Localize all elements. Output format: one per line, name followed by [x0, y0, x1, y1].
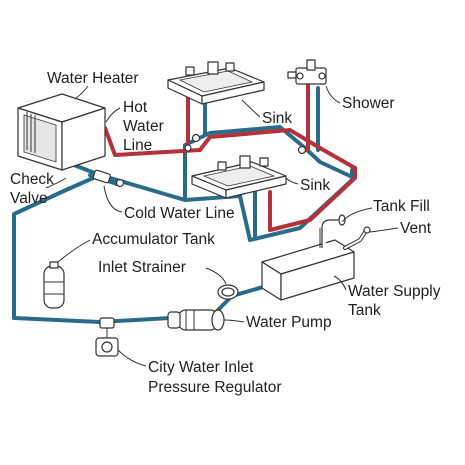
- labels: Water Heater Hot Water Line Check Valve …: [10, 70, 441, 396]
- label-tank-fill: Tank Fill: [373, 198, 430, 215]
- label-check-valve-2: Valve: [10, 190, 48, 207]
- label-hot-water-line-2: Water: [123, 118, 164, 135]
- pipe-fittings: [184, 133, 307, 155]
- label-shower: Shower: [342, 95, 395, 112]
- shower-fixture: [287, 59, 327, 85]
- label-cold-water-line: Cold Water Line: [124, 205, 235, 222]
- label-accumulator-tank: Accumulator Tank: [92, 231, 215, 248]
- city-water-inlet: [95, 317, 119, 357]
- label-water-pump: Water Pump: [246, 314, 332, 331]
- label-water-supply-2: Tank: [348, 302, 381, 319]
- accumulator-tank: [43, 261, 65, 309]
- label-hot-water-line-3: Line: [123, 137, 152, 154]
- upper-sink: [167, 61, 265, 105]
- inlet-strainer: [217, 284, 239, 300]
- label-sink-upper: Sink: [262, 110, 292, 127]
- hot-water-lines: [95, 83, 357, 232]
- leader-lines: [45, 85, 399, 367]
- label-water-heater: Water Heater: [47, 70, 139, 87]
- label-check-valve-1: Check: [10, 171, 54, 188]
- cold-line-fitting: [115, 178, 125, 188]
- lower-sink: [191, 155, 287, 199]
- water-supply-tank: [261, 239, 355, 301]
- tank-fill-pipe: [319, 214, 346, 248]
- label-pressure-regulator: Pressure Regulator: [148, 379, 282, 396]
- label-city-water-inlet: City Water Inlet: [148, 359, 254, 376]
- label-sink-lower: Sink: [300, 177, 330, 194]
- label-water-supply-1: Water Supply: [348, 283, 441, 300]
- vent-pipe: [343, 226, 371, 250]
- check-valve: [92, 169, 111, 184]
- label-hot-water-line-1: Hot: [123, 99, 148, 116]
- label-inlet-strainer: Inlet Strainer: [98, 259, 186, 276]
- water-pump: [167, 309, 225, 331]
- water-heater: [17, 93, 106, 171]
- label-vent: Vent: [400, 220, 432, 237]
